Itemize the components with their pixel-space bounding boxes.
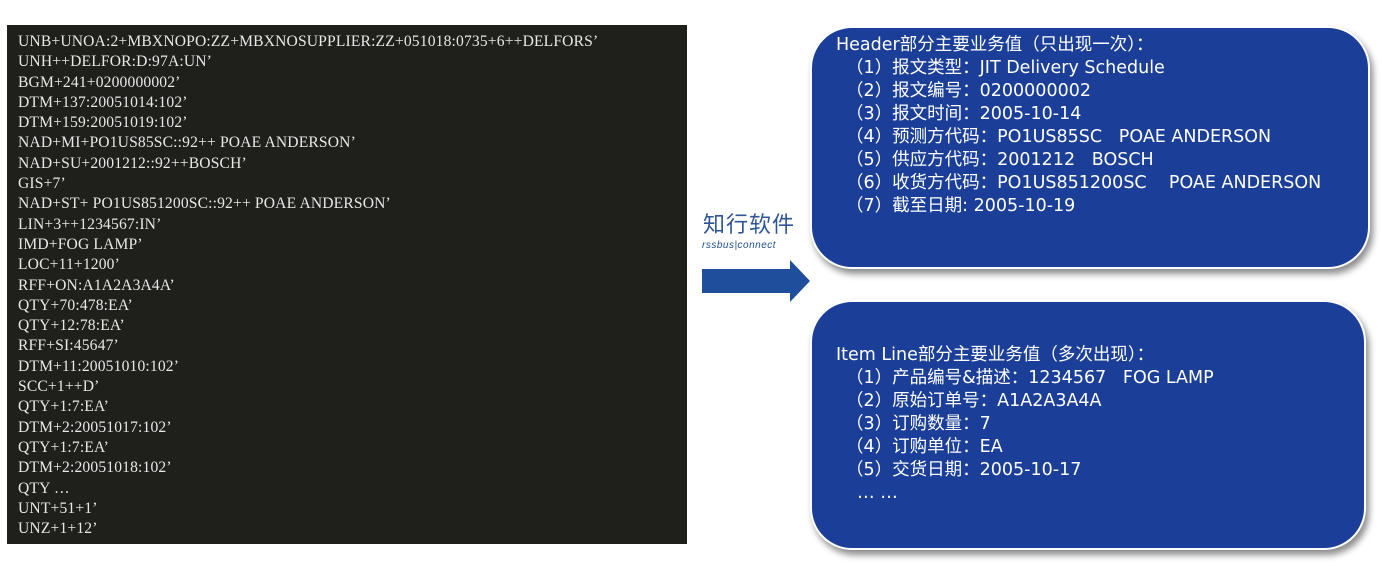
edi-line: LIN+3++1234567:IN’ — [18, 215, 162, 233]
right-arrow-icon — [702, 260, 810, 302]
edi-line: BGM+241+0200000002’ — [18, 73, 181, 91]
edi-message-panel: UNB+UNOA:2+MBXNOPO:ZZ+MBXNOSUPPLIER:ZZ+0… — [7, 25, 687, 544]
edi-line: QTY+1:7:EA’ — [18, 438, 110, 456]
edi-line: QTY+70:478:EA’ — [18, 296, 133, 314]
header-item: （4）预测方代码：PO1US85SC POAE ANDERSON — [846, 127, 1272, 147]
item-box-title: Item Line部分主要业务值（多次出现）： — [836, 345, 1155, 365]
brand-logo: 知行软件 rssbus|connect — [700, 212, 810, 252]
item-line-item: （5）交货日期：2005-10-17 — [846, 460, 1082, 480]
item-line-item: （3）订购数量：7 — [846, 414, 991, 434]
item-line-item: … … — [846, 483, 898, 503]
edi-line: DTM+11:20051010:102’ — [18, 357, 180, 375]
edi-line: GIS+7’ — [18, 175, 66, 193]
brand-name-cn: 知行软件 — [703, 213, 796, 238]
edi-line: DTM+159:20051019:102’ — [18, 114, 188, 132]
header-values-box: Header部分主要业务值（只出现一次）： （1）报文类型：JIT Delive… — [810, 26, 1370, 269]
edi-line: RFF+ON:A1A2A3A4A’ — [18, 276, 175, 294]
edi-line: UNZ+1+12’ — [18, 520, 98, 538]
header-item: （6）收货方代码：PO1US851200SC POAE ANDERSON — [846, 173, 1322, 193]
brand-name-en: rssbus|connect — [702, 240, 777, 251]
edi-line: DTM+137:20051014:102’ — [18, 93, 188, 111]
item-line-values-box: Item Line部分主要业务值（多次出现）： （1）产品编号&描述：12345… — [810, 300, 1366, 550]
item-line-item: （2）原始订单号：A1A2A3A4A — [846, 391, 1102, 411]
header-item: （5）供应方代码：2001212 BOSCH — [846, 150, 1154, 170]
header-item: （7）截至日期: 2005-10-19 — [846, 196, 1076, 216]
edi-line: DTM+2:20051017:102’ — [18, 418, 172, 436]
edi-line: QTY+12:78:EA’ — [18, 317, 125, 335]
item-line-item: （4）订购单位：EA — [846, 437, 1003, 457]
edi-line: LOC+11+1200’ — [18, 256, 120, 274]
arrow-shape — [702, 260, 810, 302]
edi-line: QTY+1:7:EA’ — [18, 398, 110, 416]
edi-line: NAD+ST+ PO1US851200SC::92++ POAE ANDERSO… — [18, 195, 391, 213]
edi-line: QTY … — [18, 479, 70, 497]
edi-line: IMD+FOG LAMP’ — [18, 235, 143, 253]
header-item: （2）报文编号：0200000002 — [846, 81, 1091, 101]
edi-line: SCC+1++D’ — [18, 378, 100, 396]
item-line-item: （1）产品编号&描述：1234567 FOG LAMP — [846, 368, 1214, 388]
header-item: （1）报文类型：JIT Delivery Schedule — [846, 58, 1165, 78]
edi-line: NAD+SU+2001212::92++BOSCH’ — [18, 154, 247, 172]
edi-line: DTM+2:20051018:102’ — [18, 459, 172, 477]
header-item: （3）报文时间：2005-10-14 — [846, 104, 1082, 124]
header-box-title: Header部分主要业务值（只出现一次）： — [836, 35, 1154, 55]
edi-line: NAD+MI+PO1US85SC::92++ POAE ANDERSON’ — [18, 134, 356, 152]
edi-line: RFF+SI:45647’ — [18, 337, 119, 355]
edi-line: UNH++DELFOR:D:97A:UN’ — [18, 53, 212, 71]
edi-line: UNT+51+1’ — [18, 499, 98, 517]
edi-line: UNB+UNOA:2+MBXNOPO:ZZ+MBXNOSUPPLIER:ZZ+0… — [18, 33, 599, 50]
